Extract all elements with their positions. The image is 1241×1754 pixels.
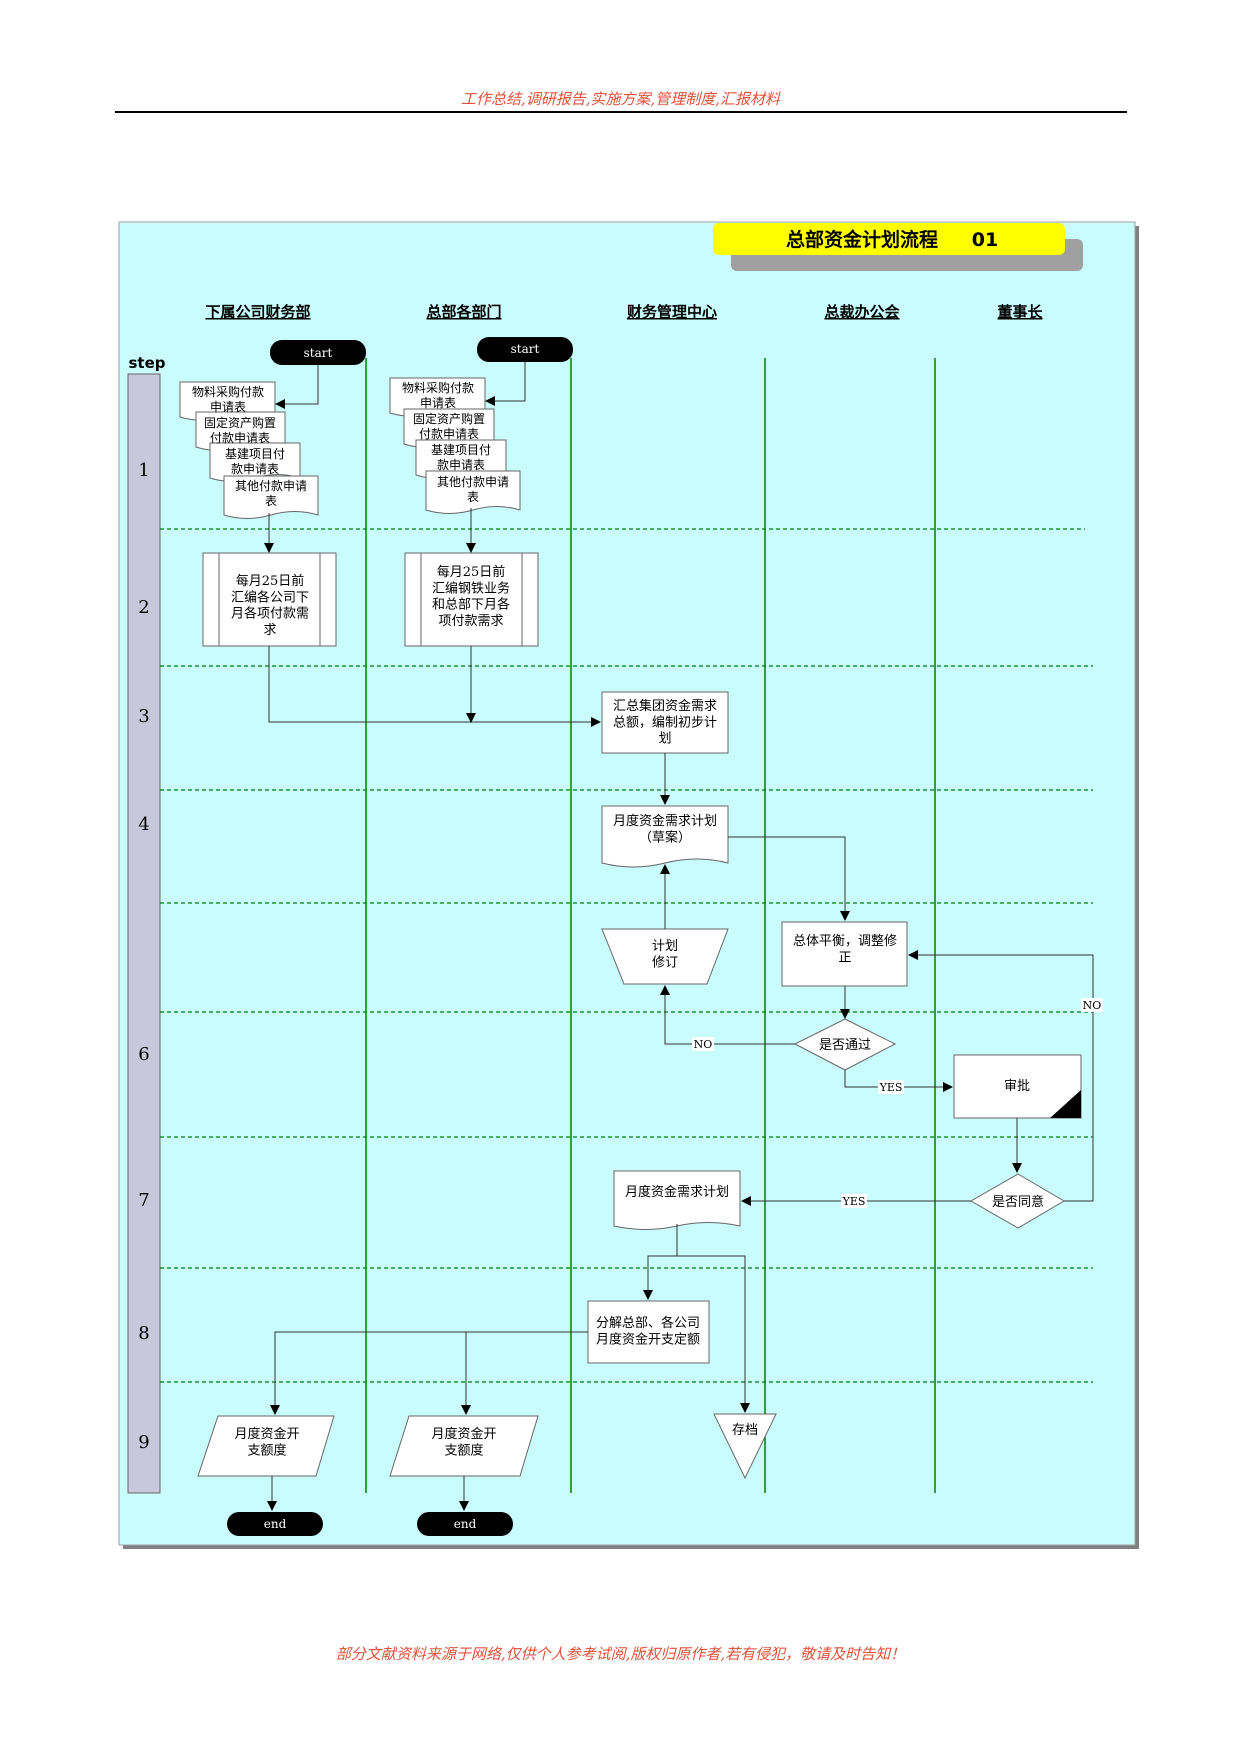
step-7: 7	[138, 1190, 149, 1211]
end-1-label: end	[264, 1517, 287, 1531]
step-9: 9	[138, 1432, 149, 1453]
forms-lane2	[389, 377, 521, 514]
end-2-label: end	[454, 1517, 477, 1531]
revise-shape	[601, 928, 729, 985]
page-header: 工作总结,调研报告,实施方案,管理制度,汇报材料	[460, 90, 781, 108]
compile-hq-label: 每月25日前汇编钢铁业务和总部下月各项付款需求	[432, 564, 510, 629]
form-lane1-0: 物料采购付款申请表	[192, 384, 264, 414]
edge-label-yes-2: YES	[841, 1194, 867, 1208]
lane-header-4: 总裁办公会	[824, 303, 899, 321]
pass-decision-label: 是否通过	[819, 1038, 871, 1053]
start-1	[270, 340, 366, 365]
step-bar	[127, 373, 161, 1494]
approve-label: 审批	[1004, 1079, 1030, 1094]
start-2	[477, 337, 573, 362]
lane-header-2: 总部各部门	[426, 303, 501, 321]
step-dividers	[160, 528, 1093, 1383]
form-lane1-3: 其他付款申请表	[235, 479, 307, 508]
quota-2	[389, 1415, 539, 1477]
yes-label-2: YES	[842, 1195, 866, 1208]
step-3: 3	[138, 706, 149, 727]
decompose-label: 分解总部、各公司月度资金开支定额	[596, 1315, 700, 1347]
form-lane2-1: 固定资产购置付款申请表	[413, 411, 485, 441]
form-lane2-3: 其他付款申请表	[437, 475, 509, 504]
edge-label-no-1: NO	[692, 1037, 714, 1051]
step-8: 8	[138, 1323, 149, 1344]
step-4: 4	[138, 814, 149, 835]
form-lane2-0: 物料采购付款申请表	[402, 380, 474, 410]
revise-label: 计划修订	[652, 939, 678, 970]
decompose-box	[587, 1300, 710, 1364]
quota-2-label: 月度资金开支额度	[431, 1426, 496, 1458]
diagram-number: 01	[972, 229, 998, 251]
no-label-2: NO	[1083, 999, 1102, 1012]
end-1	[227, 1512, 323, 1536]
form-lane1-2: 基建项目付款申请表	[225, 447, 285, 476]
diagram-title: 总部资金计划流程	[786, 228, 938, 251]
step-1: 1	[138, 460, 149, 481]
start-1-label: start	[304, 346, 333, 360]
lane-header-3: 财务管理中心	[627, 303, 717, 321]
form-lane1-1: 固定资产购置付款申请表	[204, 415, 276, 445]
forms-lane1	[179, 381, 319, 519]
final-plan-doc	[613, 1170, 741, 1230]
aggregate-label: 汇总集团资金需求总额，编制初步计划	[613, 698, 717, 747]
aggregate-box	[601, 691, 729, 754]
no-label-1: NO	[694, 1038, 713, 1051]
lane-header-1: 下属公司财务部	[205, 303, 310, 321]
end-2	[417, 1512, 513, 1536]
edge-label-no-2: NO	[1081, 998, 1103, 1012]
page-footer: 部分文献资料来源于网络,仅供个人参考试阅,版权归原作者,若有侵犯，敬请及时告知！	[335, 1645, 906, 1663]
approve-corner	[1050, 1090, 1081, 1118]
balance-label: 总体平衡，调整修正	[793, 934, 897, 965]
quota-1	[197, 1415, 335, 1477]
draft-plan-label: 月度资金需求计划（草案）	[613, 813, 717, 845]
draft-plan-doc	[601, 805, 729, 868]
compile-hq-box	[404, 552, 539, 647]
archive-shape	[713, 1413, 777, 1480]
header-rule	[115, 111, 1127, 113]
connectors	[264, 362, 1094, 1511]
agree-decision-label: 是否同意	[992, 1194, 1044, 1210]
start-2-label: start	[511, 342, 540, 356]
yes-label-1: YES	[879, 1081, 903, 1094]
title-banner	[713, 223, 1065, 255]
compile-sub-label: 每月25日前汇编各公司下月各项付款需求	[231, 573, 309, 638]
form-lane2-2: 基建项目付款申请表	[431, 443, 491, 472]
agree-decision	[969, 1173, 1065, 1229]
lane-header-5: 董事长	[997, 303, 1043, 321]
quota-1-label: 月度资金开支额度	[234, 1426, 299, 1458]
step-2: 2	[138, 597, 149, 618]
compile-sub-box	[202, 552, 337, 647]
step-6: 6	[138, 1044, 149, 1065]
final-plan-label: 月度资金需求计划	[625, 1184, 729, 1200]
step-label: step	[128, 354, 165, 372]
edge-label-yes-1: YES	[878, 1080, 904, 1094]
archive-label: 存档	[732, 1423, 758, 1438]
